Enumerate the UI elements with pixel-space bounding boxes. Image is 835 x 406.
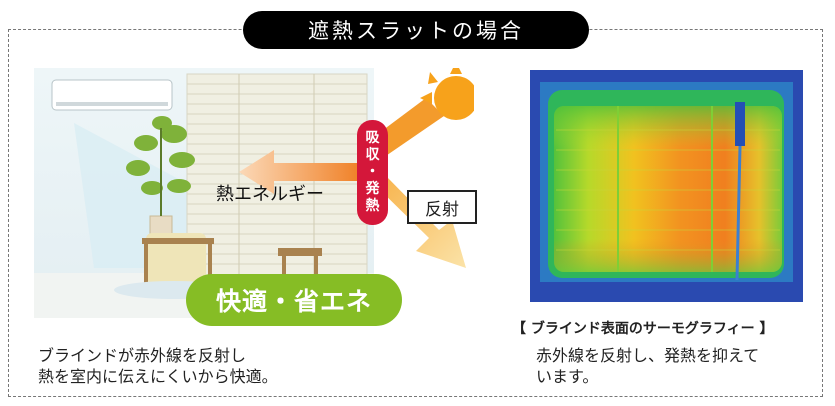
- absorb-char: ・: [365, 164, 380, 180]
- comfort-energy-saving-badge: 快適・省エネ: [186, 274, 402, 326]
- absorb-char: 吸: [365, 130, 380, 146]
- left-caption-line: ブラインドが赤外線を反射し: [38, 346, 247, 365]
- chair-cushion: [146, 233, 206, 283]
- right-caption: 赤外線を反射し、発熱を抑えて います。: [536, 345, 759, 387]
- thermography-image: [530, 70, 803, 302]
- right-caption-line: 赤外線を反射し、発熱を抑えて: [536, 346, 760, 365]
- section-title: 遮熱スラットの場合: [243, 11, 589, 49]
- reflect-label: 反射: [407, 190, 477, 224]
- heat-arrow: [239, 150, 369, 194]
- left-caption-line: 熱を室内に伝えにくいから快適。: [38, 367, 278, 386]
- sun: [420, 68, 474, 120]
- right-caption-line: います。: [536, 367, 599, 386]
- side-table: [278, 248, 322, 256]
- absorb-char: 熱: [365, 198, 380, 214]
- thermography-title: 【 ブラインド表面のサーモグラフィー 】: [512, 321, 774, 337]
- plant-leaves: [126, 116, 195, 195]
- absorb-heat-badge: 吸 収 ・ 発 熱: [357, 120, 388, 225]
- heat-energy-label: 熱エネルギー: [216, 184, 324, 205]
- absorb-char: 収: [365, 147, 380, 163]
- left-caption: ブラインドが赤外線を反射し 熱を室内に伝えにくいから快適。: [38, 345, 278, 387]
- thermography-picture: [530, 70, 803, 302]
- thermo-cord: [735, 102, 745, 146]
- absorb-char: 発: [365, 181, 380, 197]
